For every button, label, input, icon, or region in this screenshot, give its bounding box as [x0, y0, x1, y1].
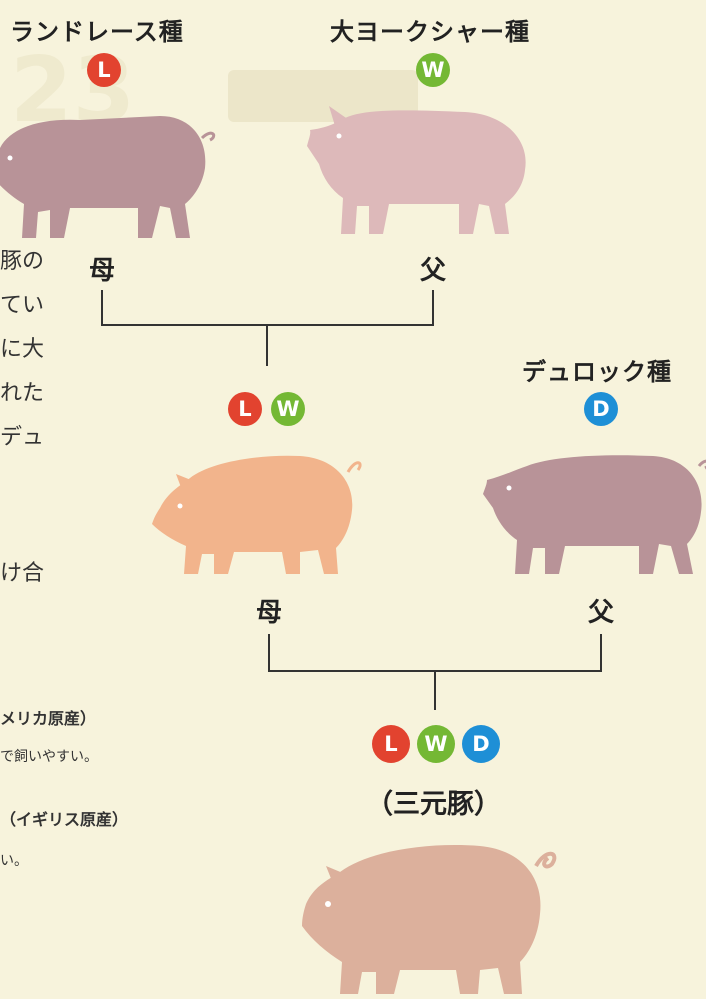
note-body: い。	[0, 853, 28, 869]
body-text-fragment: てい	[0, 293, 45, 318]
pig-icon	[302, 845, 557, 994]
badge-final-l: L	[372, 725, 410, 763]
mother-label-1: 母	[89, 256, 116, 286]
connector-line	[434, 670, 436, 710]
connector-line	[268, 634, 270, 672]
father-label-2: 父	[588, 598, 615, 628]
connector-line	[266, 324, 268, 366]
connector-line	[101, 290, 103, 326]
badge-duroc: D	[584, 392, 618, 426]
badge-yorkshire: W	[416, 53, 450, 87]
body-text-fragment: れた	[0, 381, 45, 406]
breed-duroc-name: デュロック種	[522, 358, 672, 386]
pig-icon	[152, 455, 362, 574]
breed-yorkshire-name: 大ヨークシャー種	[330, 18, 530, 46]
body-text-fragment: 豚の	[0, 249, 45, 274]
pig-icon	[307, 106, 526, 234]
body-text-fragment: デュ	[0, 425, 45, 450]
badge-final-w: W	[417, 725, 455, 763]
note-body: で飼いやすい。	[0, 749, 98, 765]
badge-offspring-w: W	[271, 392, 305, 426]
breed-landrace-name: ランドレース種	[10, 18, 184, 46]
badge-final-d: D	[462, 725, 500, 763]
body-text-fragment: に大	[0, 337, 45, 362]
connector-line	[600, 634, 602, 672]
note-heading: （イギリス原産）	[0, 810, 129, 829]
note-heading: メリカ原産）	[0, 709, 97, 728]
badge-offspring-l: L	[228, 392, 262, 426]
connector-line	[432, 290, 434, 326]
body-text-fragment: け合	[0, 561, 45, 586]
father-label-1: 父	[420, 256, 447, 286]
hybrid-name: （三元豚）	[366, 789, 501, 820]
pig-icon	[483, 455, 706, 574]
badge-landrace: L	[87, 53, 121, 87]
mother-label-2: 母	[256, 598, 283, 628]
pig-icon	[0, 116, 216, 238]
